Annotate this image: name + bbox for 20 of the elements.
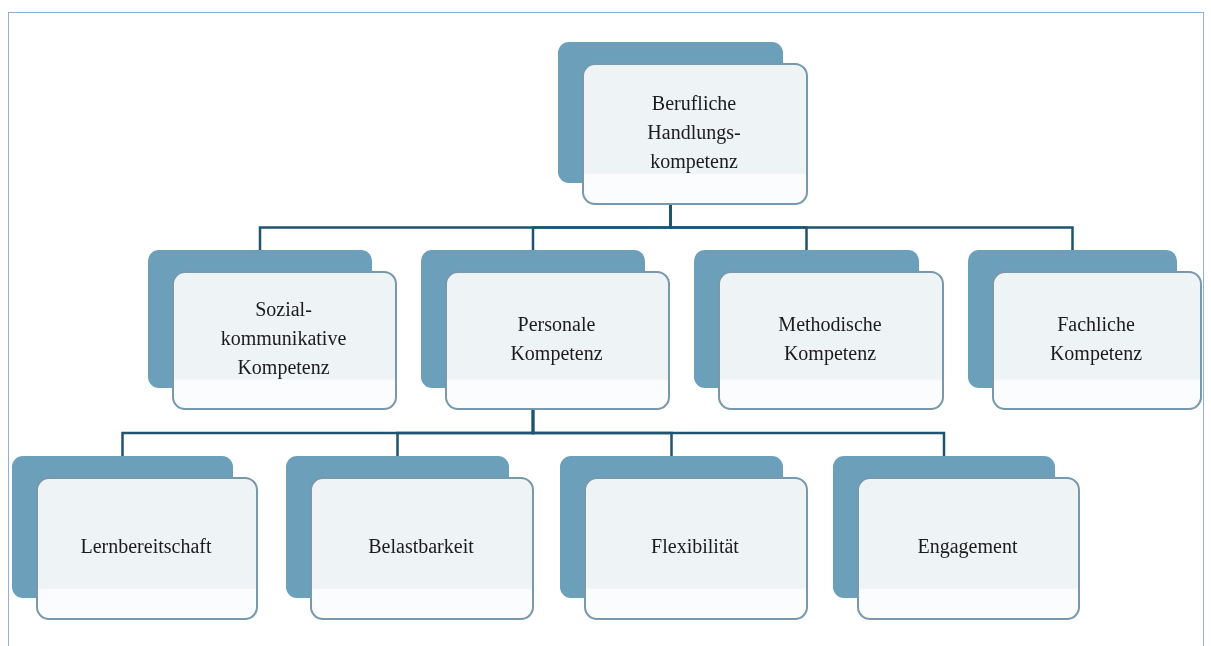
stacked-box	[421, 250, 670, 410]
box-label: Engagement	[917, 534, 1018, 560]
box-label: Berufliche Handlungs-kompetenz	[646, 90, 742, 175]
box-label: Lernbereitschaft	[80, 534, 212, 559]
box-label: Fachliche Kompetenz	[1048, 311, 1144, 367]
box-label: Belastbarkeit	[368, 534, 474, 559]
stacked-box	[286, 456, 534, 620]
stacked-box	[148, 250, 397, 410]
stacked-box	[560, 456, 808, 620]
box-label: Personale Kompetenz	[509, 311, 604, 367]
stacked-box	[694, 250, 944, 410]
connector-line	[531, 410, 946, 456]
connector-line	[669, 205, 1074, 250]
stacked-box	[833, 456, 1080, 620]
stacked-box	[558, 42, 808, 205]
box-label: Methodische Kompetenz	[777, 311, 883, 367]
stacked-box	[12, 456, 258, 620]
stacked-box	[968, 250, 1202, 410]
box-label: Sozial-kommunikative Kompetenz	[219, 297, 348, 381]
box-label: Flexibilität	[651, 534, 739, 559]
